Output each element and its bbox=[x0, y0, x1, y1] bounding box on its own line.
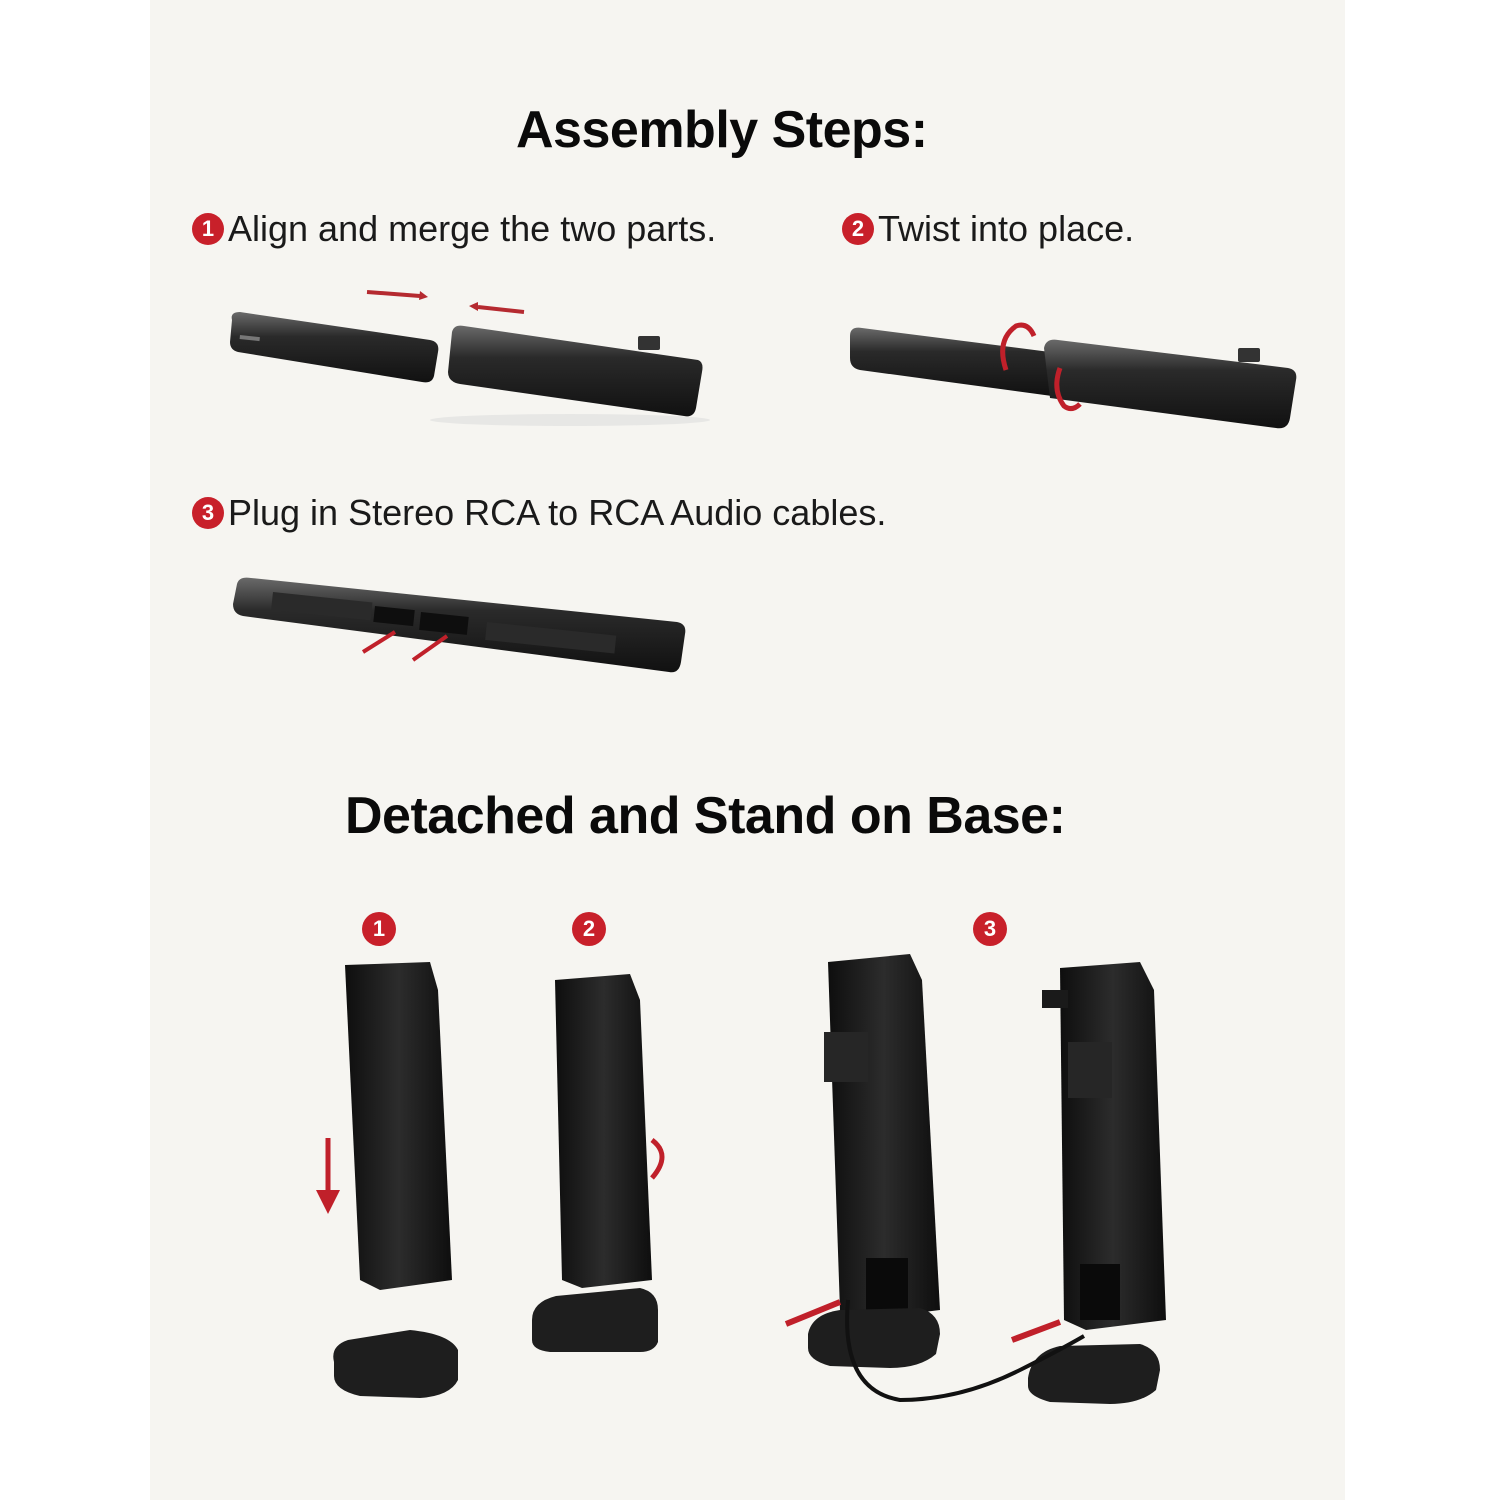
soundbar-rca-ports-illustration bbox=[225, 570, 695, 690]
step-number-badge: 1 bbox=[192, 213, 224, 245]
step-text: Plug in Stereo RCA to RCA Audio cables. bbox=[228, 492, 887, 533]
soundbar-merge-illustration bbox=[220, 280, 720, 450]
detached-step-2: 2 bbox=[572, 912, 610, 946]
step-number-badge: 2 bbox=[842, 213, 874, 245]
soundbar-twist-illustration bbox=[840, 300, 1320, 450]
detached-step-3: 3 bbox=[973, 912, 1011, 946]
step-number-badge: 3 bbox=[192, 497, 224, 529]
detached-stand-title: Detached and Stand on Base: bbox=[345, 787, 1066, 845]
assembly-step-1: 1 Align and merge the two parts. bbox=[192, 208, 716, 250]
rca-cable bbox=[845, 1299, 1086, 1403]
arrow-right-icon bbox=[366, 290, 428, 300]
speaker-tower-illustrations bbox=[300, 950, 1180, 1430]
rotate-arrow-icon bbox=[650, 1138, 665, 1180]
step-number-badge: 1 bbox=[362, 912, 396, 946]
detached-step-1: 1 bbox=[362, 912, 400, 946]
arrow-left-icon bbox=[469, 302, 525, 314]
arrow-up-right-icon bbox=[784, 1299, 1062, 1343]
assembly-steps-title: Assembly Steps: bbox=[516, 101, 928, 159]
arrow-up-right-icon bbox=[361, 630, 449, 662]
arrow-down-icon bbox=[316, 1138, 340, 1214]
step-text: Align and merge the two parts. bbox=[228, 208, 717, 249]
step-text: Twist into place. bbox=[878, 208, 1135, 249]
assembly-step-3: 3 Plug in Stereo RCA to RCA Audio cables… bbox=[192, 492, 886, 534]
rotate-arrow-icon bbox=[1000, 322, 1082, 412]
step-number-badge: 3 bbox=[973, 912, 1007, 946]
assembly-step-2: 2 Twist into place. bbox=[842, 208, 1134, 250]
step-number-badge: 2 bbox=[572, 912, 606, 946]
